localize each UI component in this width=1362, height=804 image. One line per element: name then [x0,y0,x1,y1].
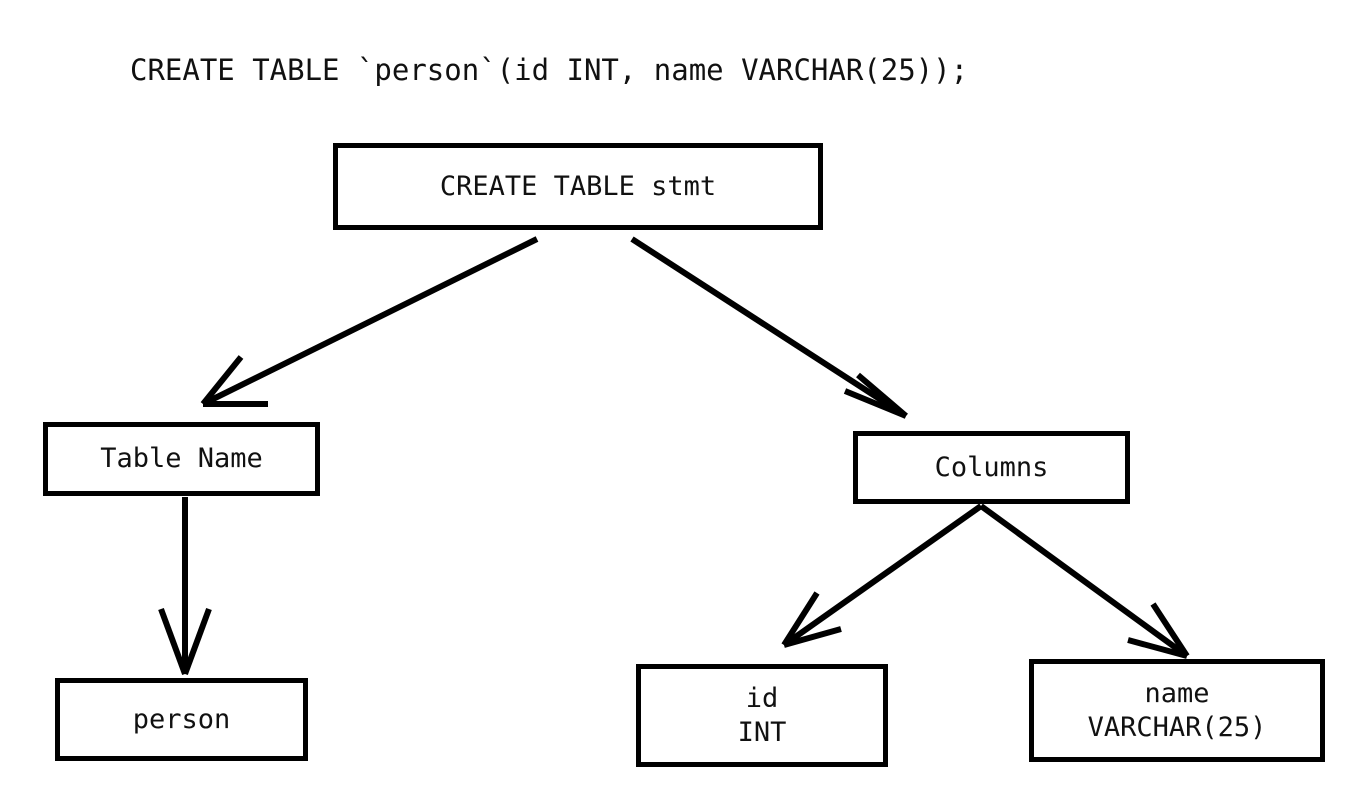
node-col-name-name: name [1144,677,1210,709]
node-table-name-label: Table Name [100,443,263,474]
node-columns[interactable]: Columns [853,431,1130,504]
node-col-id[interactable]: id INT [636,664,888,767]
edge-table-name-to-person [158,497,212,676]
node-create-table-stmt-label: CREATE TABLE stmt [439,170,717,202]
edge-columns-to-col-id [781,503,983,648]
node-col-name-type: VARCHAR(25) [1087,711,1267,743]
node-table-name[interactable]: Table Name [43,422,320,496]
node-create-table-stmt[interactable]: CREATE TABLE stmt [333,143,823,230]
node-person-label: person [132,703,231,735]
sql-statement-caption: CREATE TABLE `person`(id INT, name VARCH… [130,53,969,87]
node-col-id-type: INT [737,716,787,748]
edge-root-to-columns [630,236,908,419]
node-col-id-name: id [745,682,779,714]
edge-columns-to-col-name [979,503,1190,659]
node-person[interactable]: person [55,678,308,761]
node-col-name[interactable]: name VARCHAR(25) [1029,659,1325,762]
edge-root-to-table-name [200,236,539,407]
node-columns-label: Columns [934,451,1049,483]
